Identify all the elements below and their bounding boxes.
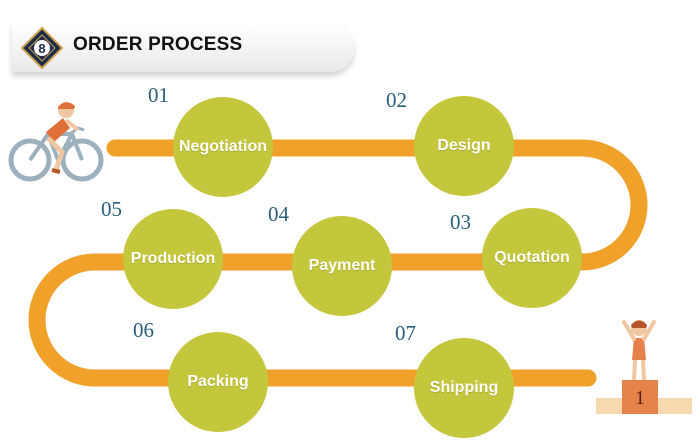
step-number-03: 03 [450,210,471,234]
cyclist-icon [8,102,104,182]
step-production: Production [123,209,223,309]
step-number-05: 05 [101,197,122,221]
step-design: Design [414,96,514,196]
step-quotation: Quotation [482,208,582,308]
step-shipping: Shipping [414,338,514,438]
logo-text: 8 [38,41,45,56]
step-number-01: 01 [148,83,169,107]
step-number-02: 02 [386,88,407,112]
step-number-04: 04 [268,202,289,226]
step-payment: Payment [292,216,392,316]
step-number-06: 06 [133,318,154,342]
company-logo: 8 [20,26,64,70]
podium-place-number: 1 [635,386,645,409]
step-packing: Packing [168,332,268,432]
step-label: Quotation [494,249,570,266]
step-label: Negotiation [179,138,267,155]
step-label: Shipping [429,379,499,396]
step-number-07: 07 [395,321,416,345]
step-label: Packing [187,373,249,390]
page-title: ORDER PROCESS [73,34,243,55]
step-negotiation: Negotiation [173,97,273,197]
step-label: Production [130,250,216,267]
step-label: Design [437,137,491,154]
winner-podium-icon [596,320,692,414]
step-label: Payment [308,257,376,274]
header-banner: 8 ORDER PROCESS [12,24,354,72]
